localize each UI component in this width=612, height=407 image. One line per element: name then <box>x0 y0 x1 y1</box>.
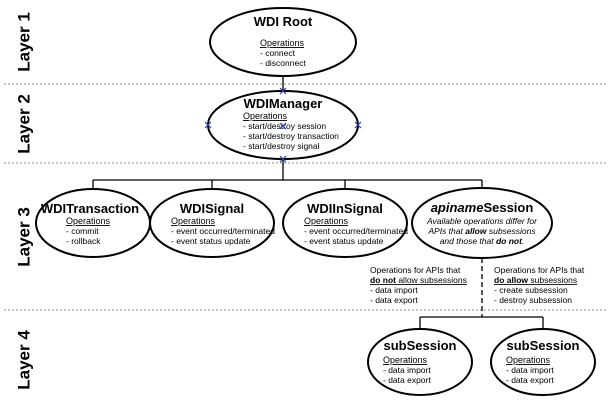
note-no-subsessions-item2: - data export <box>370 295 418 305</box>
apiname-session-desc-line3-a: and those that <box>440 236 496 246</box>
apiname-session-desc-line2-a: APIs that <box>427 226 465 236</box>
note-with-subsessions-line1: Operations for APIs that <box>494 265 585 275</box>
wdi-transaction-op-commit: - commit <box>66 226 99 236</box>
note-with-subsessions-line2-a: do allow <box>494 275 528 285</box>
note-with-subsessions-line2-b: subsessions <box>528 275 577 285</box>
sub-session-1-node: subSession Operations - data import - da… <box>367 328 473 396</box>
wdi-manager-op-transaction: - start/destroy transaction <box>243 131 339 141</box>
sub-session-2-node: subSession Operations - data import - da… <box>490 328 596 396</box>
sub-session-1-op-export: - data export <box>383 375 431 385</box>
sub-session-2-op-import: - data import <box>506 365 554 375</box>
wdi-manager-ops-heading: Operations <box>243 111 288 121</box>
connectors <box>92 76 544 330</box>
wdi-transaction-title: WDITransaction <box>41 201 139 216</box>
sub-session-1-ops-heading: Operations <box>383 355 428 365</box>
apiname-session-desc-line2: APIs that allow subsessions <box>427 226 536 236</box>
apiname-session-desc-line2-b: allow <box>465 226 488 236</box>
selection-handles <box>204 87 362 163</box>
apiname-session-desc-line2-c: subsessions <box>486 226 536 236</box>
layer-1-label: Layer 1 <box>14 12 33 72</box>
apiname-session-desc-line3: and those that do not. <box>440 236 525 246</box>
wdi-signal-ops-heading: Operations <box>171 216 216 226</box>
wdi-manager-node: WDIManager Operations - start/destroy se… <box>204 87 362 163</box>
sub-session-2-title: subSession <box>507 338 580 353</box>
wdi-manager-title: WDIManager <box>244 96 323 111</box>
wdi-root-node: WDI Root Operations - connect - disconne… <box>209 7 357 77</box>
sub-session-2-op-export: - data export <box>506 375 554 385</box>
apiname-session-title-italic: apiname <box>431 200 484 215</box>
wdi-insignal-title: WDIInSignal <box>307 201 383 216</box>
layer-2-label: Layer 2 <box>14 94 33 154</box>
wdi-signal-node: WDISignal Operations - event occurred/te… <box>149 188 275 258</box>
apiname-session-node: apinameSession Available operations diff… <box>411 187 553 259</box>
apiname-session-desc-line3-c: . <box>522 236 524 246</box>
apiname-session-desc-line3-b: do not <box>496 236 523 246</box>
wdi-insignal-ellipse <box>282 188 408 258</box>
handle-center <box>279 122 287 130</box>
apiname-session-ellipse <box>411 187 553 259</box>
wdi-signal-ellipse <box>149 188 275 258</box>
wdi-root-op-connect: - connect <box>260 48 296 58</box>
handle-right <box>354 121 362 129</box>
sub-session-1-ellipse <box>367 328 473 396</box>
apiname-session-title: apinameSession <box>431 200 534 215</box>
wdi-manager-op-session: - start/destroy session <box>243 121 326 131</box>
wdi-insignal-node: WDIInSignal Operations - event occurred/… <box>282 188 408 258</box>
apiname-session-desc-line1: Available operations differ for <box>426 216 538 226</box>
sub-session-2-ellipse <box>490 328 596 396</box>
wdi-signal-title: WDISignal <box>180 201 244 216</box>
note-with-subsessions-item1: - create subsession <box>494 285 568 295</box>
layer-3-label: Layer 3 <box>14 207 33 267</box>
handle-left <box>204 121 212 129</box>
note-with-subsessions: Operations for APIs that do allow subses… <box>494 265 585 305</box>
sub-session-2-ops-heading: Operations <box>506 355 551 365</box>
wdi-root-ops-heading: Operations <box>260 38 305 48</box>
wdi-root-title: WDI Root <box>254 14 313 29</box>
note-no-subsessions-line2: do not allow subsessions <box>370 275 467 285</box>
note-no-subsessions-line2-b: allow subsessions <box>396 275 467 285</box>
wdi-transaction-op-rollback: - rollback <box>66 236 101 246</box>
wdi-root-ellipse <box>209 7 357 77</box>
wdi-insignal-ops-heading: Operations <box>304 216 349 226</box>
wdi-signal-op-status: - event status update <box>171 236 251 246</box>
note-no-subsessions: Operations for APIs that do not allow su… <box>370 265 467 305</box>
wdi-transaction-ops-heading: Operations <box>66 216 111 226</box>
note-no-subsessions-line1: Operations for APIs that <box>370 265 461 275</box>
layer-separators <box>4 83 608 311</box>
note-with-subsessions-item2: - destroy subsession <box>494 295 572 305</box>
wdi-insignal-op-status: - event status update <box>304 236 384 246</box>
sub-session-1-op-import: - data import <box>383 365 431 375</box>
wdi-transaction-node: WDITransaction Operations - commit - rol… <box>35 188 151 258</box>
wdi-manager-op-signal: - start/destroy signal <box>243 141 320 151</box>
note-with-subsessions-line2: do allow subsessions <box>494 275 577 285</box>
sub-session-1-title: subSession <box>384 338 457 353</box>
wdi-signal-op-event: - event occurred/terminated <box>171 226 275 236</box>
handle-top <box>279 87 287 95</box>
note-no-subsessions-item1: - data import <box>370 285 418 295</box>
apiname-session-title-rest: Session <box>483 200 533 215</box>
handle-bottom <box>279 155 287 163</box>
wdi-insignal-op-event: - event occurred/terminated <box>304 226 408 236</box>
layer-4-label: Layer 4 <box>14 330 33 390</box>
note-no-subsessions-line2-a: do not <box>370 275 396 285</box>
wdi-root-op-disconnect: - disconnect <box>260 58 306 68</box>
